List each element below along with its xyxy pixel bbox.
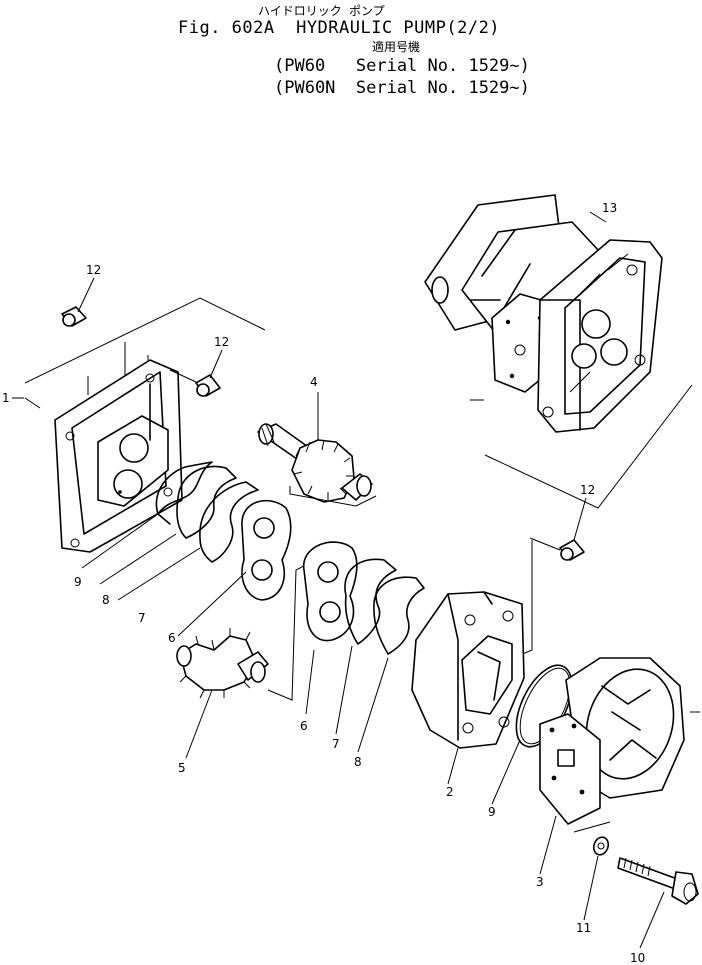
driven-gear-shaft-5 [176,628,269,699]
leader-line-9b [491,739,521,805]
guide-line [289,486,377,507]
callout-10: 10 [630,951,645,965]
bolt-10 [617,857,699,905]
gasket-7a [199,481,259,563]
leader-lines-7-8 [335,645,389,753]
callout-13: 13 [602,201,617,215]
o-ring-9a [155,461,213,525]
leader-line-10 [639,891,665,949]
front-cover-1 [54,359,183,553]
rear-cover-3 [539,657,685,825]
leader-lines-9-8-7 [81,513,201,601]
guide-line [169,369,197,383]
group-frame-line [24,297,266,384]
guide-line [573,711,700,833]
drive-gear-shaft-4 [257,423,373,503]
leader-line-6a [177,571,247,637]
callout-3: 3 [536,875,544,889]
thrust-plate-6a [241,499,292,601]
dowel-pin-12b [195,374,221,397]
group-frame-line [24,397,41,409]
callout-6b: 6 [300,719,308,733]
leader-line-12b [209,349,223,379]
boundary-line [484,384,693,509]
serial-line-pw60n: (PW60N Serial No. 1529~) [274,78,530,98]
gasket-7b [344,558,397,645]
callout-9a: 9 [74,575,82,589]
leader-line-12a [77,277,95,313]
callout-6a: 6 [168,631,176,645]
japanese-title: ハイドロリック ポンプ [258,4,385,18]
leader-line-12c [573,497,587,541]
figure-title: Fig. 602A HYDRAULIC PUMP(2/2) [178,18,501,38]
callout-4: 4 [310,375,318,389]
callout-1: 1 [2,391,10,405]
pump-assembly-13 [424,194,663,433]
leader-line-13 [589,211,607,223]
leader-line-6b [305,649,315,715]
washer-11 [592,836,610,856]
leader-line-2 [447,747,459,785]
callout-11: 11 [576,921,591,935]
callout-12a: 12 [86,263,101,277]
callout-5: 5 [178,761,186,775]
callout-9b: 9 [488,805,496,819]
leader-line-5 [185,689,213,759]
callout-12c: 12 [580,483,595,497]
serial-line-pw60: (PW60 Serial No. 1529~) [274,56,530,76]
backup-ring-8b [373,576,425,655]
pump-body-2 [411,591,525,749]
dowel-pin-12a [61,306,87,327]
leader-line-3 [539,815,557,875]
callout-7a: 7 [138,611,146,625]
callout-12b: 12 [214,335,229,349]
backup-ring-8a [176,465,237,539]
leader-line-11 [583,855,599,921]
dowel-pin-12c [559,539,585,561]
callout-2: 2 [446,785,454,799]
callout-8a: 8 [102,593,110,607]
applicability-label: 適用号機 [372,40,421,54]
callout-8b: 8 [354,755,362,769]
callout-7b: 7 [332,737,340,751]
thrust-plate-6b [303,541,358,642]
